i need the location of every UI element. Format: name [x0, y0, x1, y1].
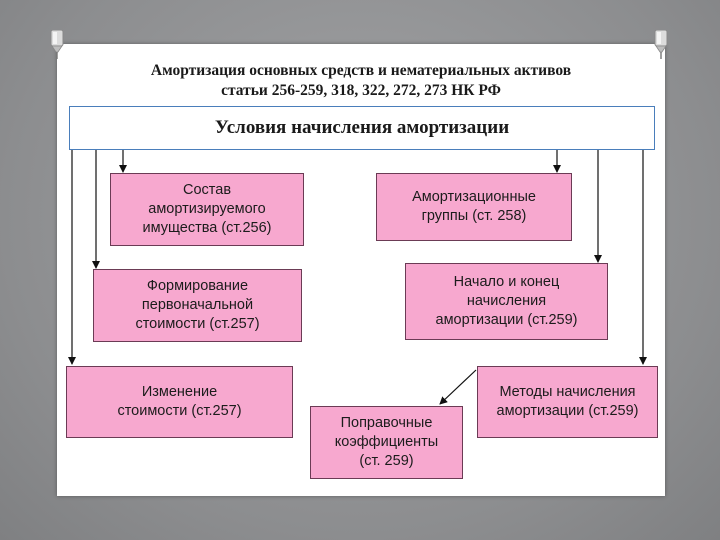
arrow-to-coefficients [439, 369, 477, 405]
node-formation: Формирование первоначальной стоимости (с… [93, 269, 302, 342]
node-groups: Амортизационные группы (ст. 258) [376, 173, 572, 241]
node-composition: Состав амортизируемого имущества (ст.256… [110, 173, 304, 246]
node-start-end: Начало и конец начисления амортизации (с… [405, 263, 608, 340]
node-coefficients: Поправочные коэффициенты (ст. 259) [310, 406, 463, 479]
node-methods: Методы начисления амортизации (ст.259) [477, 366, 658, 438]
pushpin-icon [50, 30, 64, 59]
header-conditions: Условия начисления амортизации [69, 106, 655, 150]
node-cost-change: Изменение стоимости (ст.257) [66, 366, 293, 438]
slide-title-line2: статьи 256-259, 318, 322, 272, 273 НК РФ [221, 82, 501, 99]
pushpin-icon [654, 30, 668, 59]
slide-title-line1: Амортизация основных средств и нематериа… [150, 62, 572, 79]
